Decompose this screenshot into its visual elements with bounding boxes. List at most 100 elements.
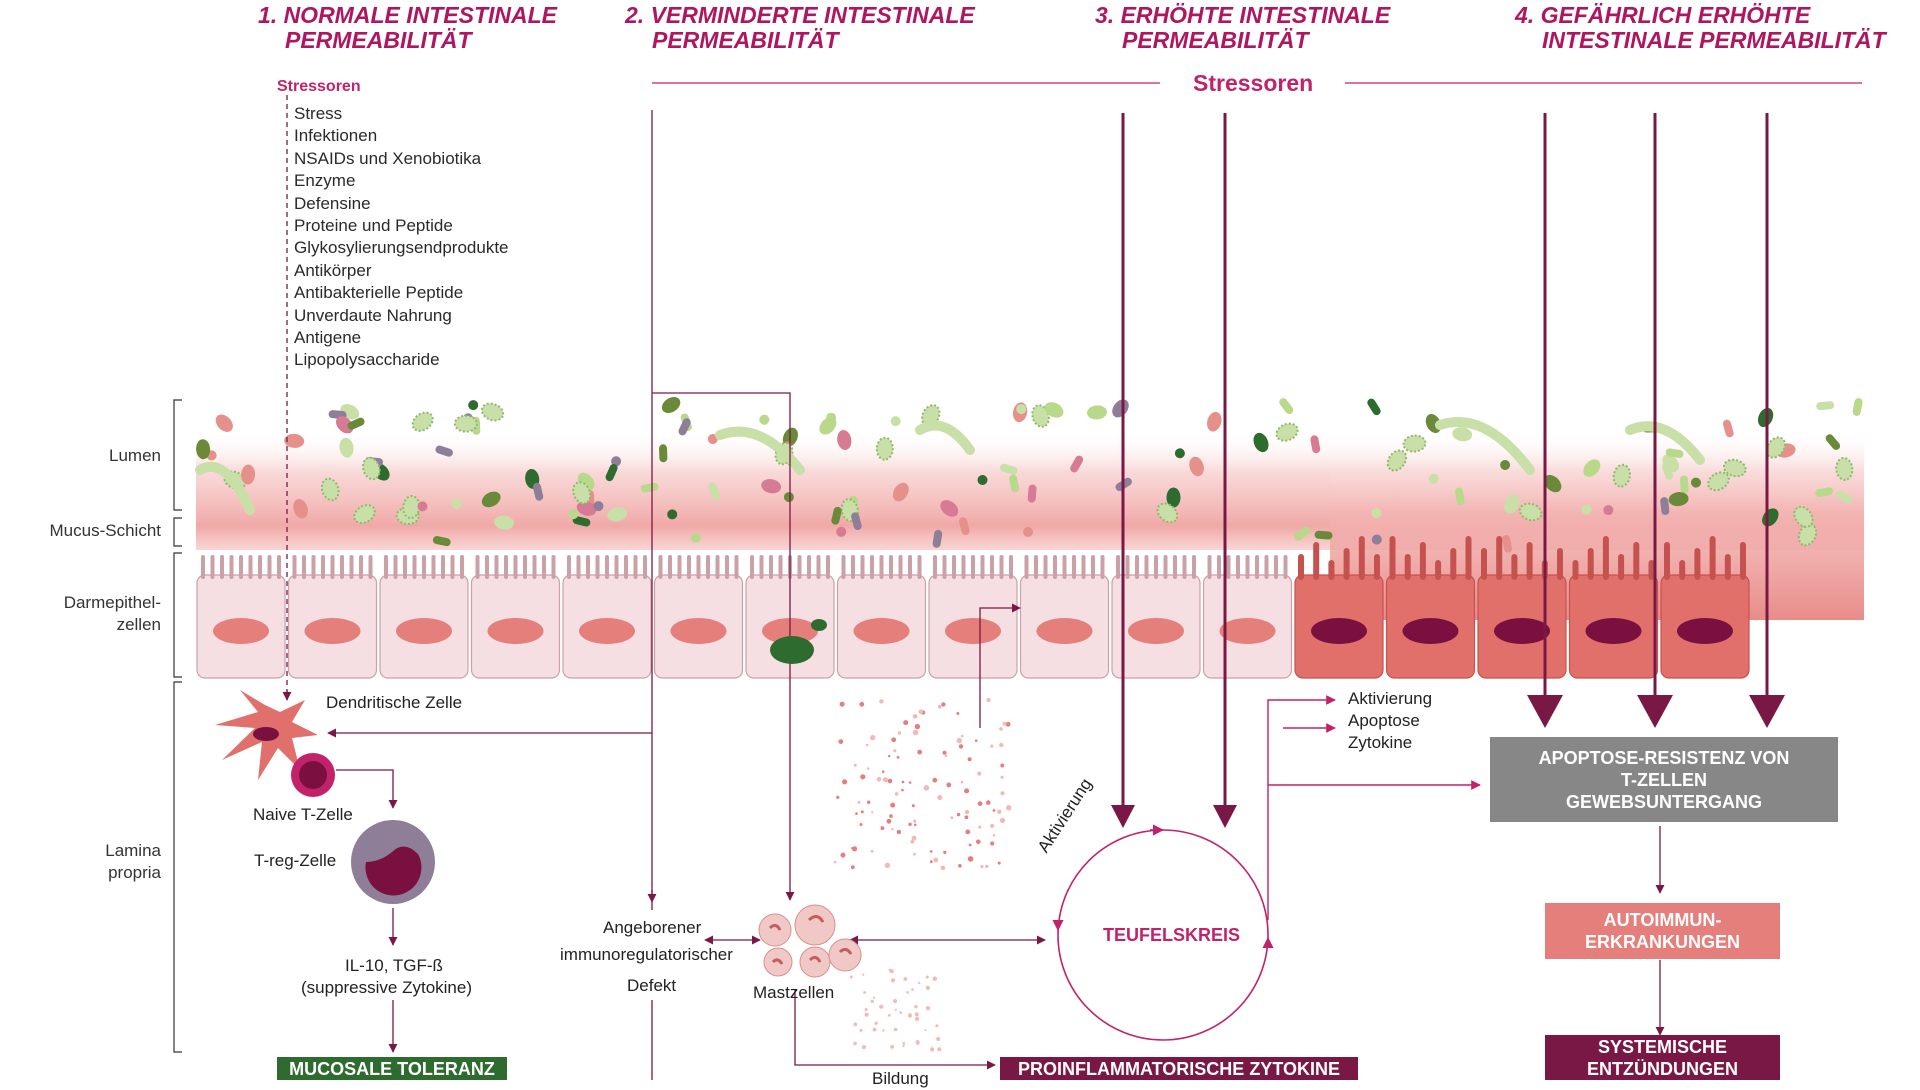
cytokine-dot: [879, 699, 884, 704]
cytokine-dot: [944, 754, 948, 757]
cytokine-dot: [874, 1021, 878, 1025]
bracket-lamina: [173, 681, 182, 1053]
cytokine-dot: [894, 1008, 897, 1012]
cytokine-dot: [935, 1024, 939, 1028]
bacteria-icon: [1044, 402, 1064, 418]
epithelial-cell: [562, 555, 652, 679]
box-proinflammatory-text: PROINFLAMMATORISCHE ZYTOKINE: [1017, 1058, 1340, 1079]
stressor-item: Stress: [294, 104, 343, 123]
layer-label-lumen: Lumen: [109, 446, 161, 465]
bacteria-icon: [320, 477, 340, 502]
cytokine-dot: [862, 973, 865, 976]
bacteria-icon: [708, 482, 721, 500]
cytokine-dot: [930, 1047, 935, 1052]
stressor-item: Lipopolysaccharide: [294, 350, 440, 370]
bacteria-icon: [892, 482, 909, 502]
cytokine-dot: [925, 985, 931, 991]
bracket-to-mast: [652, 392, 795, 901]
label-naive-t-cell: Naive T-Zelle: [253, 805, 353, 824]
box-mucosal-tolerance: MUCOSALE TOLERANZ: [277, 1057, 507, 1080]
bacteria-icon: [576, 501, 597, 516]
cytokine-dot: [890, 1045, 894, 1049]
bacteria-icon: [1502, 534, 1513, 553]
bacteria-icon: [836, 526, 847, 537]
bacteria-icon: [293, 499, 308, 519]
bacteria-icon: [875, 436, 894, 461]
label-il10: IL-10, TGF-ß: [345, 956, 443, 975]
cytokine-dot: [960, 734, 964, 738]
epithelial-cell: [196, 555, 286, 679]
cytokine-dot: [896, 829, 902, 835]
stressor-item: Proteine und Peptide: [294, 216, 453, 236]
label-apoptosis: Apoptose: [1348, 711, 1420, 730]
cytokine-dot: [890, 802, 896, 808]
cytokine-dot: [839, 701, 845, 707]
cytokine-dot: [976, 839, 981, 845]
bacteria-icon: [1815, 487, 1834, 498]
cytokine-dot: [882, 1029, 885, 1032]
bacteria-icon: [532, 482, 544, 501]
cytokine-dot: [908, 822, 912, 826]
stressor-item: Unverdaute Nahrung: [294, 305, 452, 325]
bacteria-icon: [690, 532, 701, 543]
bacteria-icon: [1207, 411, 1222, 432]
bacteria-icon: [659, 444, 668, 463]
bacteria-icon: [1275, 422, 1299, 442]
cytokine-dot: [956, 737, 962, 744]
box-mucosal-tolerance-text: MUCOSALE TOLERANZ: [289, 1058, 495, 1079]
bacteria-icon: [607, 507, 628, 522]
bacteria-icon: [661, 396, 681, 414]
layer-label-epithelium-2: zellen: [116, 615, 161, 634]
bacteria-icon: [335, 416, 354, 434]
cytokine-dot: [915, 1040, 920, 1045]
box-apoptosis-line3: GEWEBSUNTERGANG: [1565, 791, 1762, 812]
bacteria-icon: [640, 482, 659, 493]
cytokine-dot: [937, 1047, 942, 1052]
bacteria-icon: [851, 512, 862, 531]
cytokine-dot: [870, 999, 874, 1004]
epithelial-cell: [1019, 555, 1110, 679]
epithelial-cell: [1294, 536, 1384, 679]
bacteria-icon: [1500, 460, 1511, 470]
cytokine-dot: [884, 862, 891, 868]
cytokine-dot: [946, 782, 952, 788]
bacteria-icon: [1691, 477, 1701, 488]
bacteria-icon: [1665, 448, 1684, 458]
mast-cell-icon: [758, 904, 862, 978]
stressor-item: Defensine: [294, 193, 371, 213]
label-cytokines: Zytokine: [1348, 733, 1413, 752]
bacteria-icon: [890, 416, 901, 427]
bacteria-icon: [1816, 401, 1835, 411]
label-activation: Aktivierung: [1348, 689, 1433, 708]
bacteria-icon: [1455, 487, 1465, 506]
cytokine-dot: [990, 823, 995, 829]
epithelial-cells: [196, 536, 1750, 679]
cytokine-dot: [936, 1037, 941, 1041]
heading-3-line1: 3. ERHÖHTE INTESTINALE: [1095, 2, 1391, 28]
label-vicious-circle: TEUFELSKREIS: [1103, 925, 1241, 945]
cytokine-dot: [941, 702, 946, 707]
cytokine-dot: [842, 779, 848, 785]
heading-2-line2: PERMEABILITÄT: [652, 27, 839, 53]
stressor-item: Antibakterielle Peptide: [294, 283, 464, 303]
bacteria-icon: [1166, 487, 1181, 508]
box-systemic-line1: SYSTEMISCHE: [1597, 1036, 1728, 1057]
cytokine-dot: [910, 839, 915, 844]
label-dendritic-cell: Dendritische Zelle: [326, 693, 463, 712]
cytokine-dot: [950, 816, 954, 820]
cytokine-dot: [986, 800, 991, 805]
dendritic-cell-icon: [215, 690, 318, 780]
bacteria-icon: [1583, 459, 1601, 477]
bacteria-icon: [353, 504, 376, 525]
cytokine-dot: [891, 737, 897, 743]
cytokine-dot: [942, 750, 947, 755]
stressor-list: Stress Infektionen NSAIDs und Xenobiotik…: [294, 103, 509, 372]
cytokine-dot: [960, 780, 964, 784]
arrow-stress-3b-head: [1213, 805, 1237, 828]
cytokine-dot: [901, 788, 904, 792]
cytokine-dot: [870, 734, 876, 741]
cytokine-dot: [965, 829, 971, 835]
bacteria-icon: [837, 430, 852, 450]
bacteria-icon: [339, 437, 354, 458]
cytokine-dot: [923, 785, 930, 791]
